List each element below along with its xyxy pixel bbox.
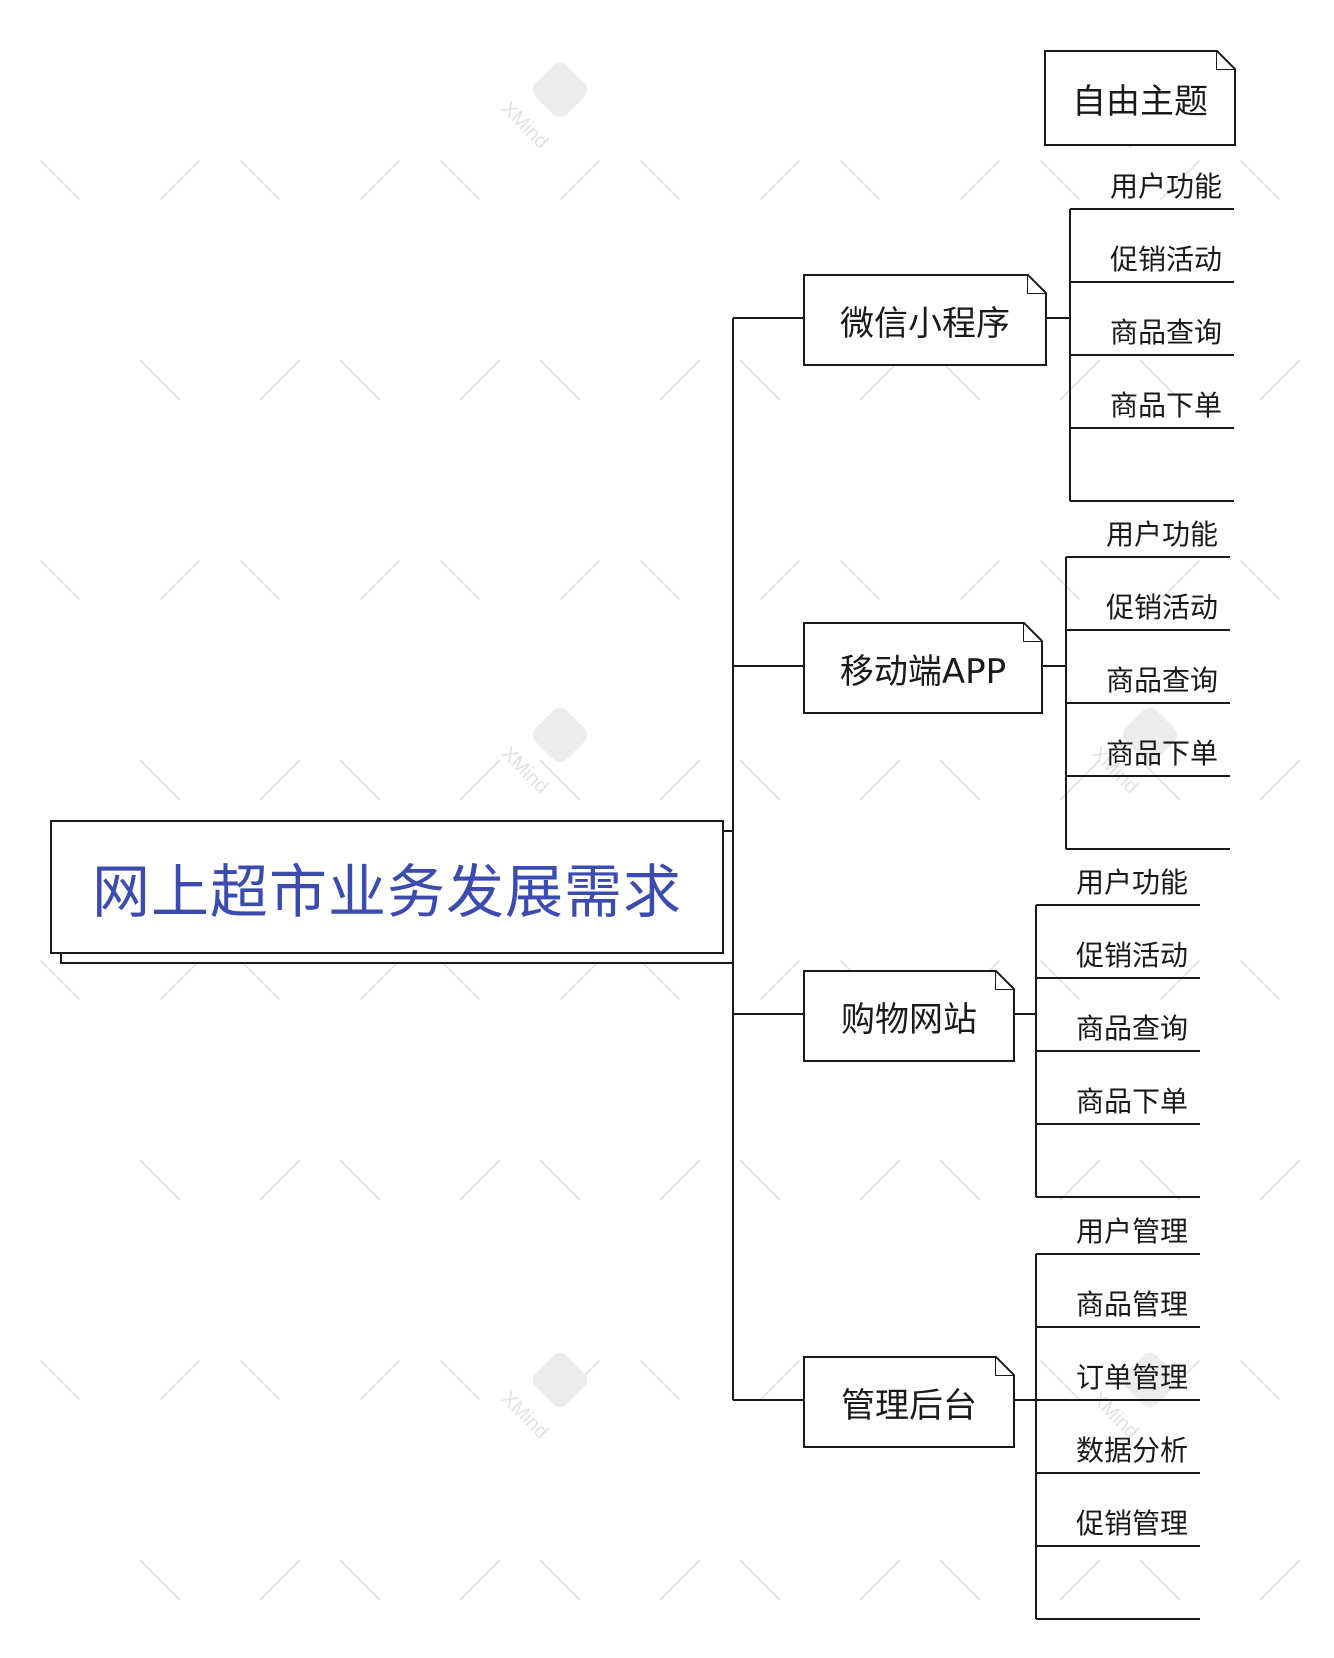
branch-topic-label: 管理后台 [841,1385,977,1426]
free-topic-label: 自由主题 [1072,81,1208,122]
leaf-topic[interactable]: 用户管理 [1076,1215,1189,1248]
branch-topic-label: 购物网站 [841,999,977,1040]
branch-topic-3[interactable]: 购物网站 [803,970,1015,1062]
corner-fold-icon [1023,622,1043,642]
branch-topic-2[interactable]: 移动端APP [803,622,1043,714]
leaf-topic[interactable]: 促销活动 [1110,243,1223,276]
leaf-topic[interactable]: 用户功能 [1076,866,1189,899]
leaf-topic[interactable]: 商品管理 [1076,1288,1189,1321]
leaf-topic[interactable]: 用户功能 [1110,170,1223,203]
leaf-topic[interactable]: 商品下单 [1106,737,1219,770]
leaf-topic[interactable]: 商品查询 [1110,316,1223,349]
corner-fold-icon [995,970,1015,990]
leaf-topic[interactable]: 商品下单 [1110,389,1223,422]
root-topic[interactable]: 网上超市业务发展需求 [50,820,724,954]
root-topic-label: 网上超市业务发展需求 [91,858,682,926]
leaf-topic[interactable]: 数据分析 [1076,1434,1189,1467]
branch-topic-4[interactable]: 管理后台 [803,1356,1015,1448]
leaf-topic[interactable]: 用户功能 [1106,518,1219,551]
free-topic[interactable]: 自由主题 [1044,50,1236,146]
corner-fold-icon [995,1356,1015,1376]
leaf-topic[interactable]: 促销活动 [1076,939,1189,972]
leaf-topic[interactable]: 商品查询 [1106,664,1219,697]
leaf-topic[interactable]: 商品下单 [1076,1085,1189,1118]
branch-topic-1[interactable]: 微信小程序 [803,274,1047,366]
leaf-topic[interactable]: 促销活动 [1106,591,1219,624]
corner-fold-icon [1027,274,1047,294]
branch-topic-label: 移动端APP [839,651,1007,692]
branch-topic-label: 微信小程序 [840,303,1010,344]
leaf-topic[interactable]: 商品查询 [1076,1012,1189,1045]
corner-fold-icon [1216,50,1236,70]
leaf-topic[interactable]: 促销管理 [1076,1507,1189,1540]
leaf-topic[interactable]: 订单管理 [1076,1361,1189,1394]
